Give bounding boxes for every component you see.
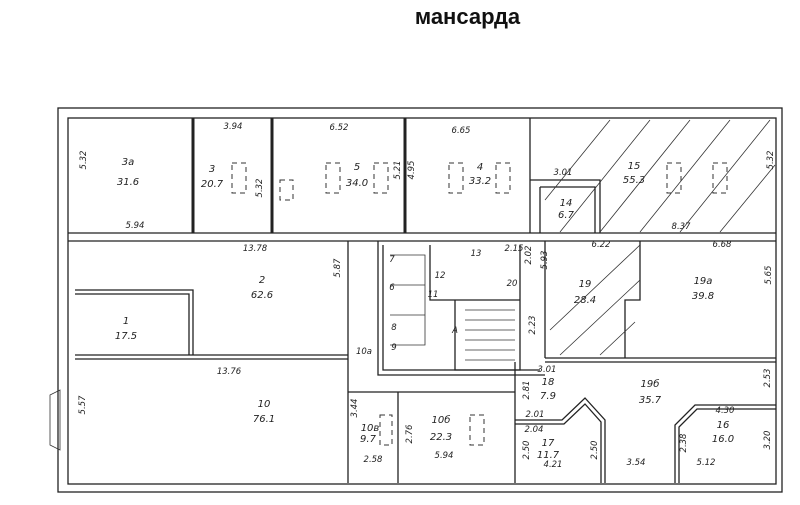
dimension: 3.94 (224, 122, 243, 132)
room-number: 10 (258, 399, 271, 410)
dimension: 2.81 (522, 381, 532, 400)
room-number: 14 (560, 198, 573, 209)
small-room-number: 9 (391, 343, 396, 353)
room-number: 5 (354, 162, 360, 173)
dimension: 2.50 (522, 441, 532, 460)
dimension: 3.20 (763, 431, 773, 450)
dimension: 5.57 (78, 395, 88, 415)
room-number: 10б (432, 414, 451, 426)
dimension: 2.02 (524, 246, 534, 265)
room-number: 17 (542, 438, 555, 449)
room-area: 55.3 (623, 175, 645, 186)
room-number: 4 (477, 162, 483, 173)
dimension: 2.04 (525, 425, 544, 435)
room-area: 9.7 (360, 434, 377, 445)
room-area: 17.5 (115, 331, 137, 342)
dimension: 5.32 (766, 151, 776, 170)
room-area: 20.7 (201, 179, 224, 190)
dimension: 6.68 (713, 240, 733, 250)
room-number: 16 (717, 420, 730, 431)
small-room-number: 7 (389, 255, 395, 265)
room-area: 6.7 (558, 210, 575, 221)
dimension: 2.15 (505, 244, 524, 254)
fixtures (231, 162, 728, 446)
room-number: 19б (641, 378, 660, 390)
room-number: 1 (123, 316, 129, 327)
room-area: 16.0 (712, 434, 734, 445)
small-room-number: 13 (471, 249, 482, 259)
dimension: 8.37 (672, 222, 692, 232)
room-number: 19а (694, 276, 713, 287)
dimension: 13.78 (243, 244, 268, 254)
dimension: 5.32 (79, 151, 89, 170)
dimension-labels: 5.32 3.94 5.94 5.32 6.52 5.21 4.95 6.65 … (78, 122, 776, 470)
room-number: 19 (579, 279, 592, 290)
small-room-number: 12 (435, 271, 446, 281)
room-number: 10в (361, 423, 380, 434)
dimension: 3.44 (350, 399, 360, 418)
dimension: 2.50 (590, 441, 600, 460)
room-area: 39.8 (692, 291, 714, 302)
room-number: 18 (542, 377, 555, 388)
dimension: 4.95 (407, 161, 417, 180)
small-room-number: 8 (391, 323, 397, 333)
dimension: 5.21 (393, 161, 403, 180)
dimension: 3.01 (538, 365, 557, 375)
dimension: 5.32 (255, 179, 265, 198)
small-room-number: А (451, 326, 458, 336)
dimension: 5.93 (540, 251, 550, 270)
room-area: 76.1 (253, 414, 275, 425)
room-area: 11.7 (537, 450, 560, 461)
dimension: 2.58 (364, 455, 384, 465)
dimension: 3.54 (627, 458, 646, 468)
dimension: 5.94 (126, 221, 145, 231)
room-labels: 3а 31.6 3 20.7 5 34.0 4 33.2 14 6.7 15 5… (115, 157, 734, 461)
room-area: 33.2 (469, 176, 491, 187)
dimension: 4.30 (716, 406, 735, 416)
dimension: 6.52 (330, 123, 349, 133)
room-area: 22.3 (430, 432, 452, 443)
room-area: 7.9 (540, 391, 556, 402)
dimension: 2.23 (528, 316, 538, 335)
room-area: 62.6 (251, 290, 273, 301)
room-number: 3а (122, 157, 135, 168)
room-area: 34.0 (346, 178, 368, 189)
dimension: 6.65 (452, 126, 471, 136)
small-room-number: 10а (356, 347, 372, 357)
room-number: 3 (209, 164, 215, 175)
dimension: 5.65 (764, 266, 774, 285)
room-number: 15 (628, 161, 641, 172)
room-area: 28.4 (574, 295, 596, 306)
dimension: 4.21 (544, 460, 563, 470)
dimension: 6.22 (592, 240, 611, 250)
dimension: 2.38 (679, 433, 689, 453)
hatching (544, 119, 776, 356)
dimension: 2.76 (405, 424, 415, 444)
room-area: 31.6 (117, 177, 139, 188)
small-room-number: 20 (507, 279, 518, 289)
small-room-number: 11 (428, 290, 439, 300)
dimension: 5.94 (435, 451, 454, 461)
small-room-number: 6 (389, 283, 395, 293)
dimension: 3.01 (554, 168, 573, 178)
dimension: 5.87 (333, 258, 343, 278)
dimension: 2.01 (526, 410, 545, 420)
dimension: 5.12 (697, 458, 716, 468)
plan-title: мансарда (414, 4, 521, 29)
dimension: 2.53 (763, 369, 773, 388)
walls (49, 107, 783, 493)
room-number: 2 (259, 275, 265, 286)
dimension: 13.76 (217, 367, 242, 377)
room-area: 35.7 (639, 395, 662, 406)
